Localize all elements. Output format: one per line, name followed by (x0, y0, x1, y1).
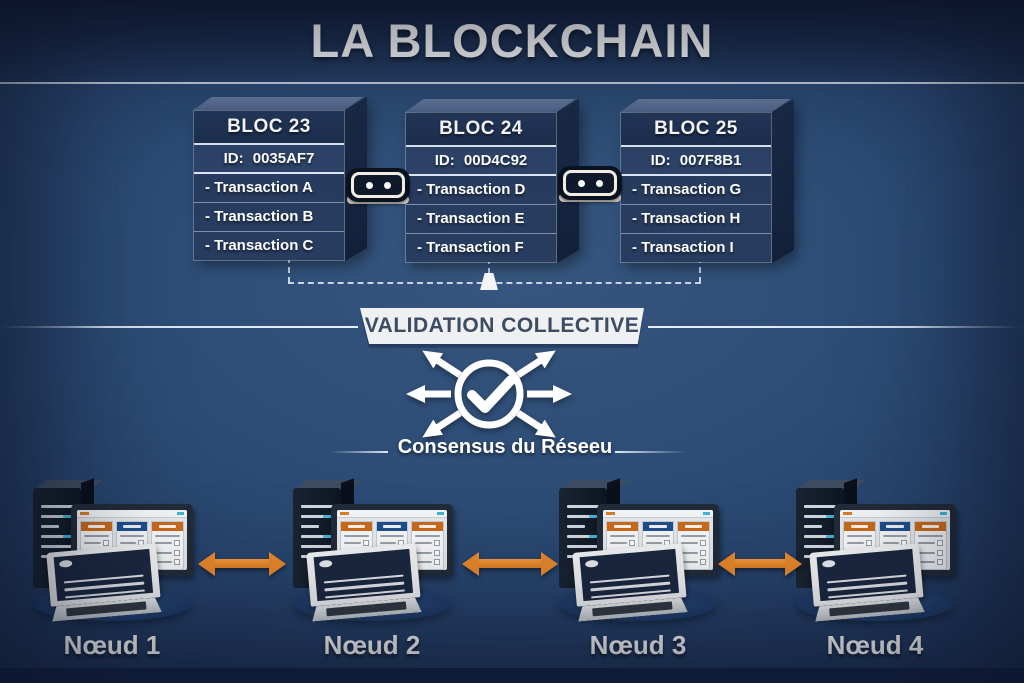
node-3: Nœud 3 (533, 486, 743, 671)
node-computers-illustration (7, 486, 217, 671)
double-headed-arrow-icon (462, 551, 558, 576)
block-top-face (193, 97, 364, 110)
block-top-face (405, 99, 576, 112)
transaction-item: - Transaction D (417, 181, 526, 198)
block-title: BLOC 24 (406, 113, 556, 147)
transaction-item: - Transaction A (205, 179, 313, 196)
block-title: BLOC 25 (621, 113, 771, 147)
node-computers-illustration (770, 486, 980, 671)
transaction-item: - Transaction I (621, 233, 771, 262)
transaction-item: - Transaction C (194, 231, 344, 260)
node-4: Nœud 4 (770, 486, 980, 671)
check-circle-broadcast-icon (389, 342, 589, 446)
node-1: Nœud 1 (7, 486, 217, 671)
transaction-item: - Transaction E (406, 204, 556, 233)
dashed-connector (488, 258, 490, 274)
node-label: Nœud 2 (323, 630, 421, 660)
block-side-face (772, 99, 794, 263)
laptop-illustration (46, 543, 162, 621)
block-title: BLOC 23 (194, 111, 344, 145)
transaction-item: - Transaction B (194, 202, 344, 231)
dashed-connector (288, 257, 290, 283)
chain-link-icon (558, 166, 622, 202)
laptop-illustration (306, 543, 422, 621)
block-top-face (620, 99, 791, 112)
footer-band (0, 668, 1024, 683)
dashed-connector (699, 257, 701, 283)
node-label: Nœud 3 (589, 630, 687, 660)
divider-line (615, 451, 687, 453)
node-2: Nœud 2 (267, 486, 477, 671)
divider-line (330, 451, 388, 453)
block-25: BLOC 25 ID: 007F8B1 - Transaction G - Tr… (620, 99, 794, 263)
laptop-illustration (572, 543, 688, 621)
chain-link-icon (346, 168, 410, 204)
double-headed-arrow-icon (198, 551, 286, 576)
header-band (0, 0, 1024, 84)
connector-plug-icon (480, 273, 498, 290)
transaction-item: - Transaction H (621, 204, 771, 233)
validation-banner: VALIDATION COLLECTIVE (360, 308, 644, 344)
page-title: LA BLOCKCHAIN (310, 14, 714, 67)
node-label: Nœud 1 (63, 630, 161, 660)
node-label: Nœud 4 (826, 630, 924, 660)
laptop-illustration (809, 543, 925, 621)
node-computers-illustration (533, 486, 743, 671)
node-computers-illustration (267, 486, 477, 671)
block-id: ID: 00D4C92 (406, 147, 556, 176)
divider-line (648, 326, 1024, 328)
transaction-item: - Transaction F (406, 233, 556, 262)
double-headed-arrow-icon (718, 551, 802, 576)
transaction-item: - Transaction G (632, 181, 742, 198)
block-id: ID: 0035AF7 (194, 145, 344, 174)
consensus-caption: Consensus du Réseeu (397, 436, 613, 458)
block-id: ID: 007F8B1 (621, 147, 771, 176)
divider-line (0, 326, 358, 328)
block-23: BLOC 23 ID: 0035AF7 - Transaction A - Tr… (193, 97, 367, 261)
block-24: BLOC 24 ID: 00D4C92 - Transaction D - Tr… (405, 99, 579, 263)
